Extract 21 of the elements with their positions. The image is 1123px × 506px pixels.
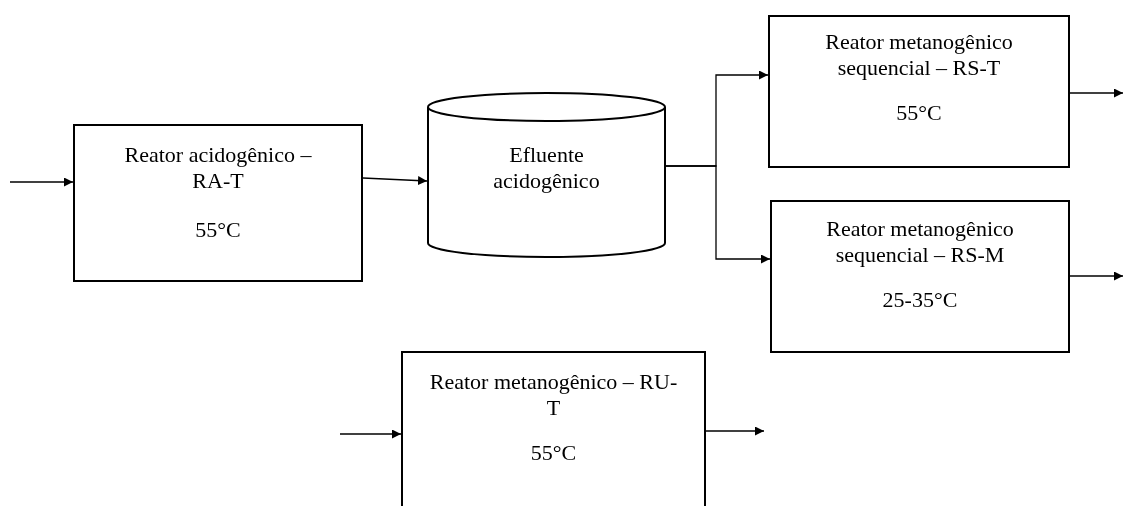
temperature-label: 25-35°C — [882, 286, 958, 314]
process-box — [768, 15, 1070, 168]
arrow — [1069, 88, 1123, 98]
temperature-label: 55°C — [195, 216, 241, 244]
process-box — [73, 124, 363, 282]
reactor-label: Reator metanogênico sequencial – RS-T — [824, 29, 1014, 82]
arrow — [1069, 271, 1123, 281]
arrow — [362, 176, 428, 186]
process-box — [770, 200, 1070, 353]
reactor-label: Reator acidogênico – RA-T — [123, 142, 313, 195]
reactor-label: Reator metanogênico – RU-T — [428, 369, 679, 422]
temperature-label: 55°C — [896, 99, 942, 127]
reactor-label: Reator metanogênico sequencial – RS-M — [825, 216, 1015, 269]
arrow — [705, 426, 765, 436]
arrow — [665, 165, 771, 264]
process-box — [401, 351, 706, 506]
arrow — [9, 177, 74, 187]
temperature-label: 55°C — [530, 439, 577, 467]
reactor-label: Efluente acidogênico — [492, 142, 601, 195]
arrow — [339, 429, 402, 439]
storage-cylinder — [427, 92, 666, 258]
